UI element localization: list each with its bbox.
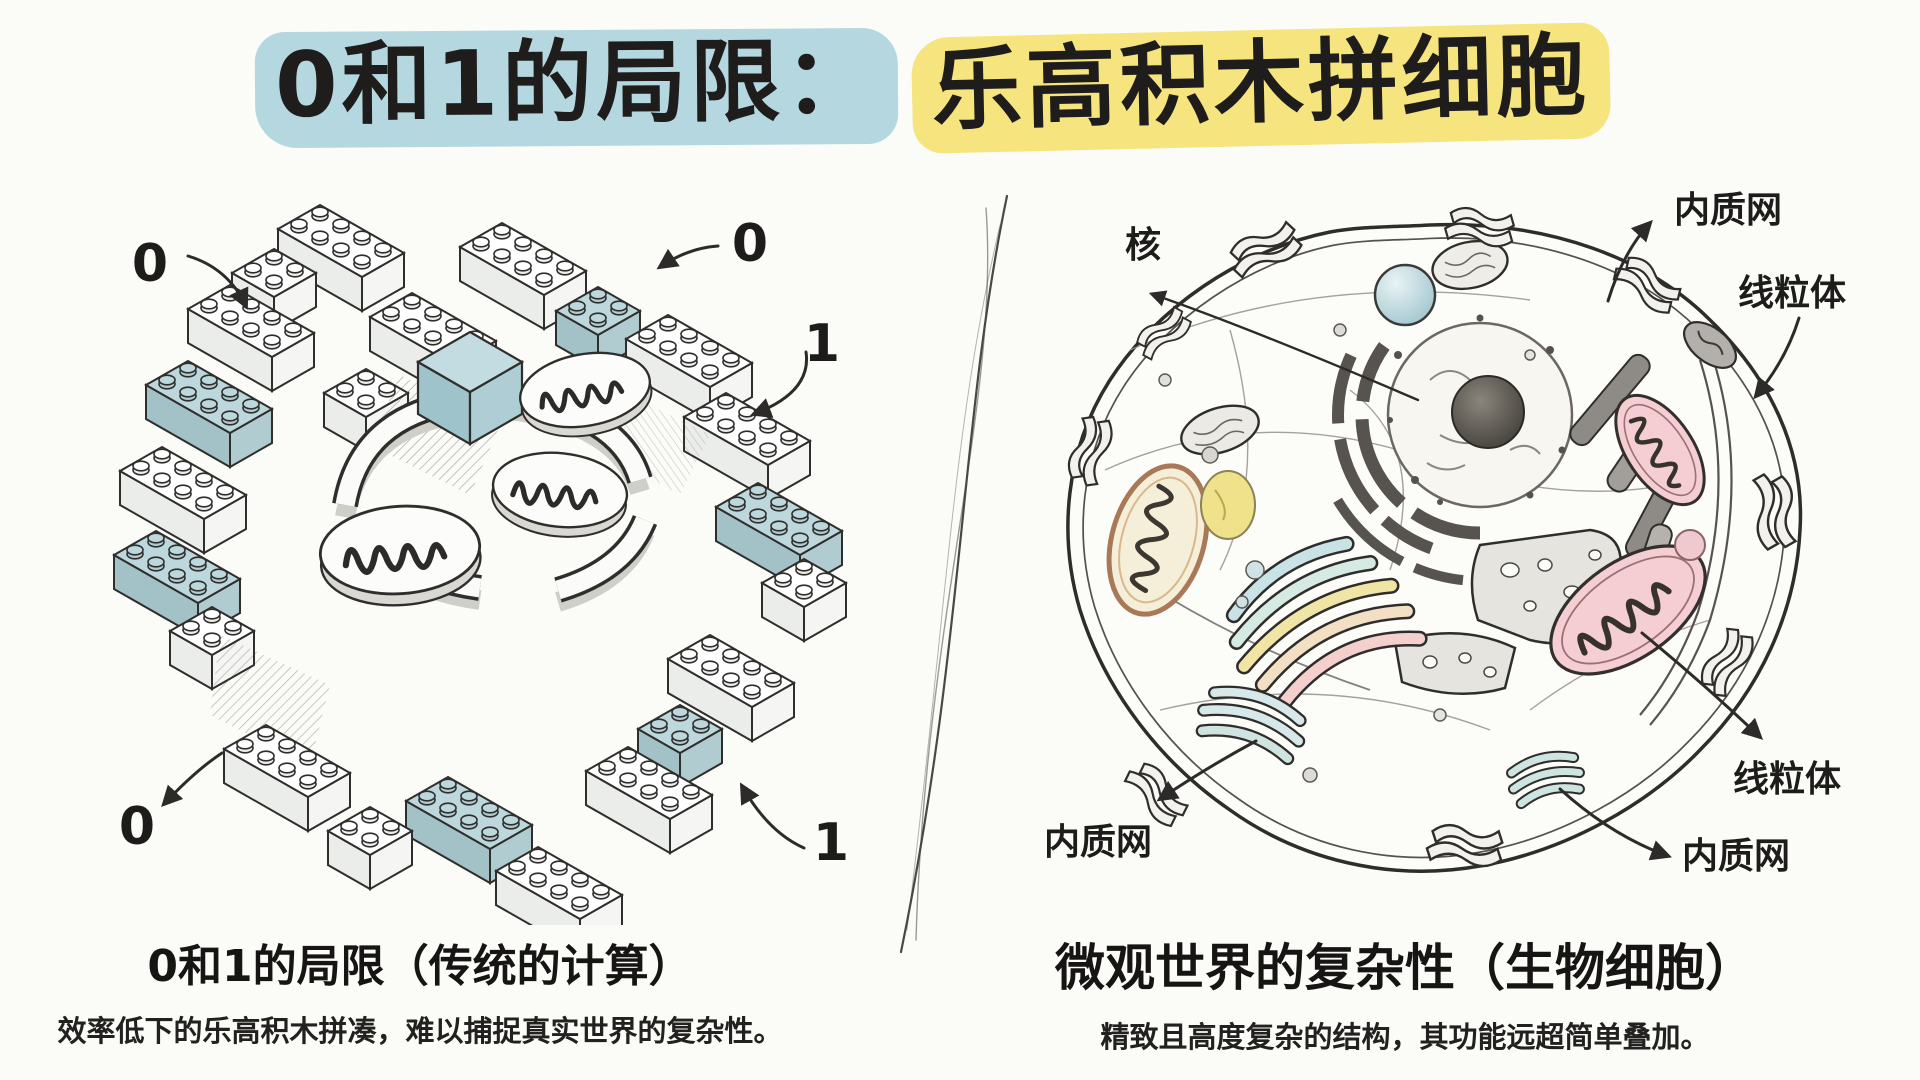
pencil-shading bbox=[210, 635, 330, 765]
pencil-shading bbox=[370, 375, 500, 495]
label-zero-top-right: 0 bbox=[731, 214, 769, 274]
arrow-nucleus bbox=[1148, 290, 1420, 402]
arrow-one-bottom-right bbox=[739, 782, 806, 850]
arrow-mitochondria-top-right bbox=[1753, 316, 1801, 400]
arrow-one-right bbox=[750, 350, 809, 418]
arrow-zero-bottom-left bbox=[161, 751, 224, 808]
arrow-er-bottom-left bbox=[1156, 739, 1258, 802]
small-vesicles bbox=[1158, 323, 1536, 783]
label-er-top-right: 内质网 bbox=[1673, 190, 1783, 231]
label-mitochondria-bottom-right: 线粒体 bbox=[1732, 759, 1842, 800]
mitochondrion-gray-top-right bbox=[1683, 321, 1737, 369]
label-er-bottom-right: 内质网 bbox=[1681, 836, 1791, 877]
nucleus-speckles bbox=[1387, 314, 1566, 505]
caption-right-subtitle: 精致且高度复杂的结构，其功能远超简单叠加。 bbox=[1100, 1020, 1710, 1054]
golgi-pale-blue bbox=[1195, 685, 1307, 766]
vesicle-blue-sphere bbox=[1373, 263, 1437, 327]
vesicle-pink bbox=[1674, 529, 1706, 561]
cell-illustration bbox=[1063, 204, 1803, 873]
pencil-shading bbox=[610, 395, 710, 495]
label-mitochondria-top-right: 线粒体 bbox=[1737, 273, 1847, 314]
label-er-bottom-left: 内质网 bbox=[1043, 822, 1153, 863]
arrow-zero-top-left bbox=[186, 254, 249, 310]
caption-left-subtitle: 效率低下的乐高积木拼凑，难以捕捉真实世界的复杂性。 bbox=[57, 1014, 783, 1048]
caption-right: 微观世界的复杂性（生物细胞） 精致且高度复杂的结构，其功能远超简单叠加。 bbox=[1055, 928, 1755, 1056]
organelle-yellow bbox=[1200, 470, 1256, 540]
label-nucleus: 核 bbox=[1124, 225, 1162, 266]
arrow-mitochondria-bottom-right bbox=[1640, 631, 1764, 740]
label-one-right: 1 bbox=[803, 314, 841, 374]
nucleolus bbox=[1451, 375, 1525, 449]
mitochondrion-pink-right bbox=[1614, 393, 1706, 507]
mitochondrion-brown bbox=[1106, 463, 1210, 617]
label-one-bottom-right: 1 bbox=[812, 813, 850, 873]
golgi-apparatus bbox=[1225, 535, 1428, 710]
label-zero-top-left: 0 bbox=[131, 234, 169, 294]
mitochondrion-pink-bottom bbox=[1549, 544, 1707, 676]
organelle-bean-left bbox=[1180, 404, 1260, 456]
er-teal-bottom bbox=[1506, 750, 1585, 810]
caption-right-title: 微观世界的复杂性（生物细胞） bbox=[1055, 939, 1755, 997]
lego-structure-illustration bbox=[113, 204, 847, 925]
arrow-zero-top-right bbox=[656, 244, 720, 270]
arrow-er-top-right bbox=[1606, 219, 1653, 303]
label-zero-bottom-left: 0 bbox=[118, 797, 156, 857]
organelle-bean-top bbox=[1431, 239, 1509, 291]
caption-left-title: 0和1的局限（传统的计算） bbox=[147, 941, 693, 992]
panel-divider bbox=[899, 194, 1009, 954]
lego-center-cube bbox=[415, 330, 525, 446]
caption-left: 0和1的局限（传统的计算） 效率低下的乐高积木拼凑，难以捕捉真实世界的复杂性。 bbox=[57, 930, 782, 1050]
arrow-er-bottom-right bbox=[1558, 787, 1672, 861]
